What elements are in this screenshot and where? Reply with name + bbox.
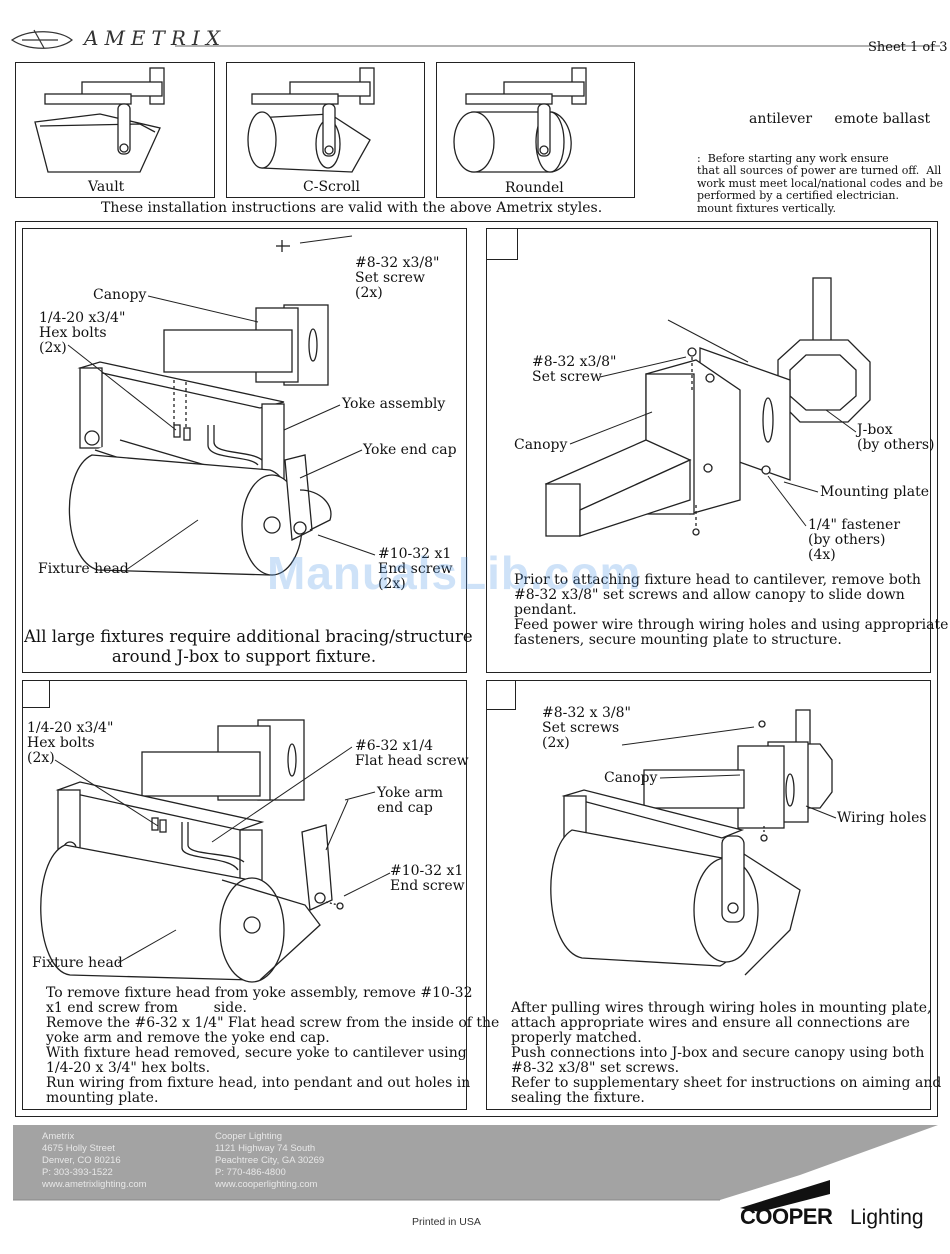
style-label-roundel: Roundel bbox=[505, 180, 564, 196]
style-box-cscroll bbox=[226, 62, 425, 198]
p1-fixture-head-label: Fixture head bbox=[38, 561, 129, 577]
p2-jbox-label: J-box (by others) bbox=[857, 422, 935, 453]
p3-fixture-head-label: Fixture head bbox=[32, 955, 123, 971]
panel3-illustration bbox=[40, 719, 344, 983]
style-box-roundel bbox=[436, 62, 635, 198]
panel-step-3 bbox=[22, 680, 467, 1110]
panel1-illustration bbox=[68, 240, 332, 576]
p3-yoke-arm-label: Yoke arm end cap bbox=[377, 785, 443, 816]
p3-hex-bolts-label: 1/4-20 x3/4" Hex bolts (2x) bbox=[27, 720, 114, 766]
safety-warning: : Before starting any work ensure that a… bbox=[697, 152, 944, 215]
brand-name: AMETRIX bbox=[84, 26, 227, 50]
printed-in-usa: Printed in USA bbox=[412, 1216, 481, 1228]
panel-step-4 bbox=[486, 680, 931, 1110]
step-number-box-4 bbox=[486, 680, 516, 710]
panel-step-1 bbox=[22, 228, 467, 673]
panel1-leaders bbox=[67, 235, 376, 571]
panel-step-2 bbox=[486, 228, 931, 673]
vault-illustration bbox=[34, 67, 165, 173]
p4-set-screws-label: #8-32 x 3/8" Set screws (2x) bbox=[542, 705, 631, 751]
step-number-box-3 bbox=[22, 680, 50, 708]
p1-bracing-note: All large fixtures require additional br… bbox=[24, 627, 473, 666]
p2-mounting-plate-label: Mounting plate bbox=[820, 484, 930, 500]
doc-title: antilever emote ballast bbox=[749, 111, 931, 127]
watermark: ManualsLib.com bbox=[267, 547, 642, 599]
step-number-box-2 bbox=[486, 228, 518, 260]
p2-fastener-label: 1/4" fastener (by others) (4x) bbox=[808, 517, 901, 563]
p3-instructions: To remove fixture head from yoke assembl… bbox=[46, 985, 500, 1106]
cscroll-illustration bbox=[247, 67, 375, 173]
panel3-leaders bbox=[54, 746, 391, 964]
p3-end-screw-label: #10-32 x1 End screw bbox=[390, 863, 465, 894]
style-label-vault: Vault bbox=[88, 179, 125, 195]
footer-band bbox=[13, 1125, 938, 1200]
p1-end-screw-label: #10-32 x1 End screw (2x) bbox=[378, 546, 453, 592]
p1-hex-bolts-label: 1/4-20 x3/4" Hex bolts (2x) bbox=[39, 310, 126, 356]
panel4-leaders bbox=[621, 726, 837, 819]
panel4-illustration bbox=[550, 709, 833, 976]
p1-yoke-end-cap-label: Yoke end cap bbox=[363, 442, 457, 458]
p2-canopy-label: Canopy bbox=[514, 437, 568, 453]
p1-yoke-assembly-label: Yoke assembly bbox=[342, 396, 446, 412]
p4-canopy-label: Canopy bbox=[604, 770, 658, 786]
p4-instructions: After pulling wires through wiring holes… bbox=[511, 1000, 942, 1106]
footer-cooper-address: Cooper Lighting 1121 Highway 74 South Pe… bbox=[215, 1131, 325, 1190]
p2-instructions: Prior to attaching fixture head to canti… bbox=[514, 572, 949, 648]
roundel-illustration bbox=[453, 67, 587, 173]
p4-wiring-holes-label: Wiring holes bbox=[837, 810, 927, 826]
footer-ametrix-address: Ametrix 4675 Holly Street Denver, CO 802… bbox=[42, 1131, 147, 1190]
panel2-illustration bbox=[544, 277, 871, 537]
p2-set-screw-label: #8-32 x3/8" Set screw bbox=[532, 354, 617, 385]
p1-canopy-label: Canopy bbox=[93, 287, 147, 303]
styles-note: These installation instructions are vali… bbox=[101, 200, 603, 216]
style-label-cscroll: C-Scroll bbox=[303, 179, 360, 195]
steps-frame bbox=[15, 221, 938, 1117]
style-box-vault bbox=[15, 62, 215, 198]
sheet-number: Sheet 1 of 3 bbox=[868, 40, 948, 55]
cooper-logo-light: Lighting bbox=[850, 1206, 924, 1229]
cooper-logo-bold: COOPER bbox=[740, 1204, 833, 1229]
p3-flat-head-label: #6-32 x1/4 Flat head screw bbox=[355, 738, 469, 769]
ametrix-logo-icon bbox=[10, 29, 73, 49]
p1-set-screw-label: #8-32 x3/8" Set screw (2x) bbox=[355, 255, 440, 301]
panel2-leaders bbox=[569, 319, 857, 527]
